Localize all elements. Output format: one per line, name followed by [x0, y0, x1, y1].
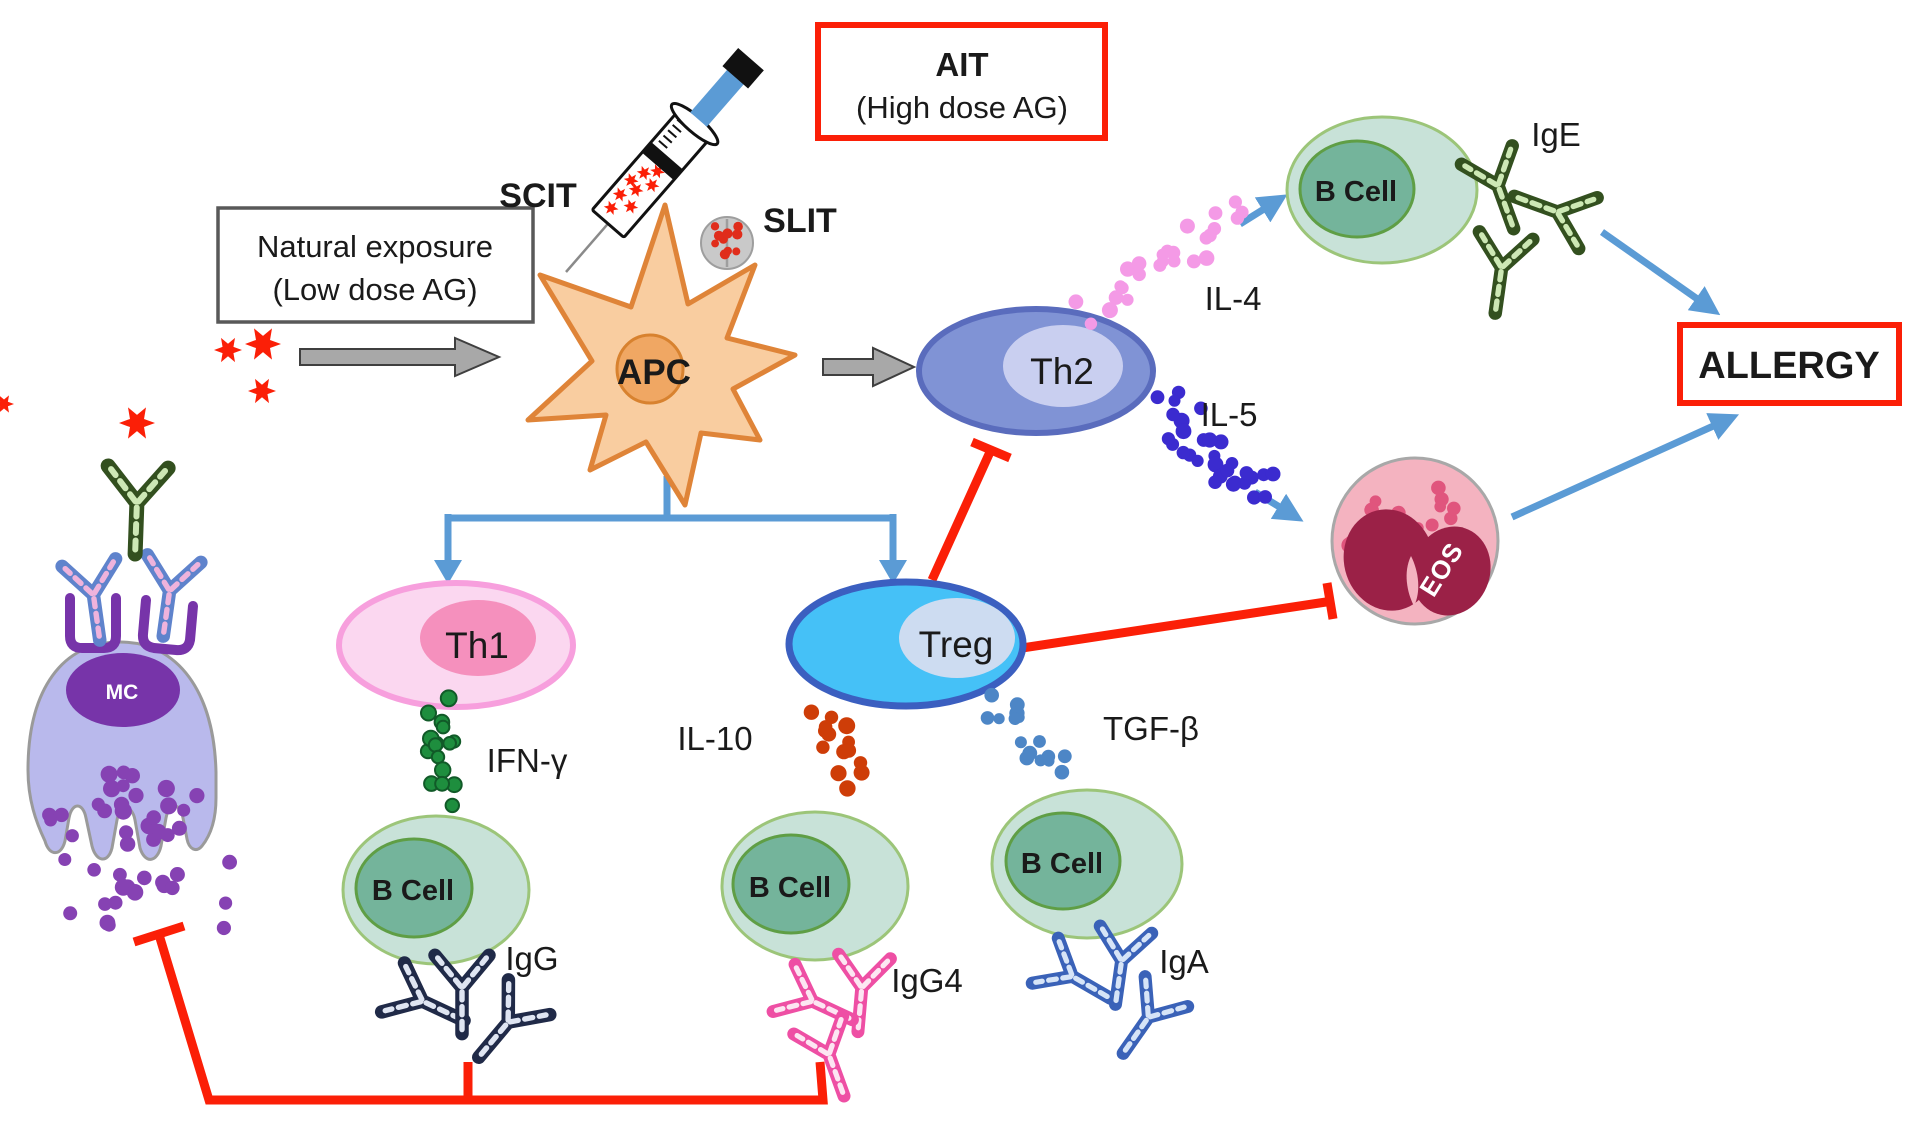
apc-label: APC [617, 353, 691, 392]
treg-cell: Treg [785, 578, 1027, 710]
allergen-star-cluster [0, 328, 281, 413]
ait-subtitle: (High dose AG) [856, 90, 1068, 125]
allergen-star-icon [119, 407, 155, 439]
il4-to-bcell-arrow [1238, 194, 1288, 227]
slit-dots [710, 221, 743, 260]
il5-label: IL-5 [1201, 396, 1258, 433]
eos-to-allergy-arrow [1510, 413, 1740, 521]
ige-antibody-icon [1468, 232, 1532, 317]
apc-to-th2-arrow [822, 346, 917, 388]
ige-label: IgE [1531, 116, 1581, 153]
b-cell-label: B Cell [1315, 176, 1397, 208]
il10-label: IL-10 [677, 720, 752, 757]
ige-antibody-free-icon [105, 466, 168, 555]
ait-box: AIT (High dose AG) [815, 22, 1108, 141]
b-cell-label: B Cell [372, 875, 454, 907]
iga-label: IgA [1159, 943, 1209, 980]
ige-antibody-group [1461, 146, 1597, 317]
b-cell-ige: B Cell [1285, 115, 1479, 265]
natural-exposure-box: Natural exposure (Low dose AG) [216, 206, 535, 324]
natural-exposure-line1: Natural exposure [257, 229, 493, 264]
ige-antibody-icon [1505, 171, 1597, 249]
tgfb-dots [980, 687, 1072, 780]
b-cell-igg4: B Cell [720, 810, 910, 962]
eos-cell: EOS [1330, 456, 1500, 626]
b-cell-iga: B Cell [990, 788, 1184, 940]
ifng-dots [419, 689, 463, 814]
il4-label: IL-4 [1205, 280, 1262, 317]
il5-dots [1150, 385, 1281, 505]
syringe-icon [565, 48, 764, 273]
igg-label: IgG [505, 940, 558, 977]
apc-nucleus [615, 333, 685, 405]
igg-antibody-icon [435, 955, 489, 1033]
scit-label: SCIT [499, 177, 577, 215]
b-cell-label: B Cell [749, 872, 831, 904]
tgfb-label: TGF-β [1103, 710, 1199, 747]
slit-label: SLIT [763, 202, 837, 240]
il4-dots [1068, 195, 1249, 330]
allergy-box: ALLERGY [1677, 322, 1902, 406]
treg-label: Treg [919, 624, 994, 665]
exposure-arrow [299, 336, 502, 378]
b-cell-igg: B Cell [341, 814, 531, 966]
il10-dots [803, 704, 870, 797]
mast-cell: MC [26, 407, 238, 936]
th1-label: Th1 [445, 625, 509, 666]
ige-to-allergy-arrow [1599, 229, 1721, 316]
mast-granule-dots [42, 765, 205, 852]
igg4-label: IgG4 [891, 962, 963, 999]
natural-exposure-line2: (Low dose AG) [272, 272, 477, 307]
antibody-inhibits-mast-line [132, 921, 828, 1105]
mast-released-dots [58, 853, 238, 936]
treg-inhibits-th2-line [927, 437, 1012, 582]
slit-tablet-icon [700, 216, 754, 270]
igg-antibody-icon [458, 980, 550, 1075]
ait-title: AIT [935, 46, 988, 83]
ifng-label: IFN-γ [487, 742, 568, 779]
b-cell-label: B Cell [1021, 848, 1103, 880]
th2-cell: Th2 [916, 306, 1156, 436]
mast-cell-nucleus [66, 653, 180, 727]
th2-label: Th2 [1030, 351, 1094, 392]
igg4-antibody-group [773, 954, 890, 1105]
treg-inhibits-eos-line [1021, 582, 1338, 653]
ige-receptor-icon [137, 595, 198, 656]
apc-branch-arrows [434, 476, 907, 584]
mast-cell-label: MC [106, 681, 139, 704]
th1-cell: Th1 [336, 580, 576, 710]
apc-cell: APC [525, 202, 798, 508]
allergy-label: ALLERGY [1698, 345, 1880, 387]
ige-receptor-icon [65, 593, 121, 653]
